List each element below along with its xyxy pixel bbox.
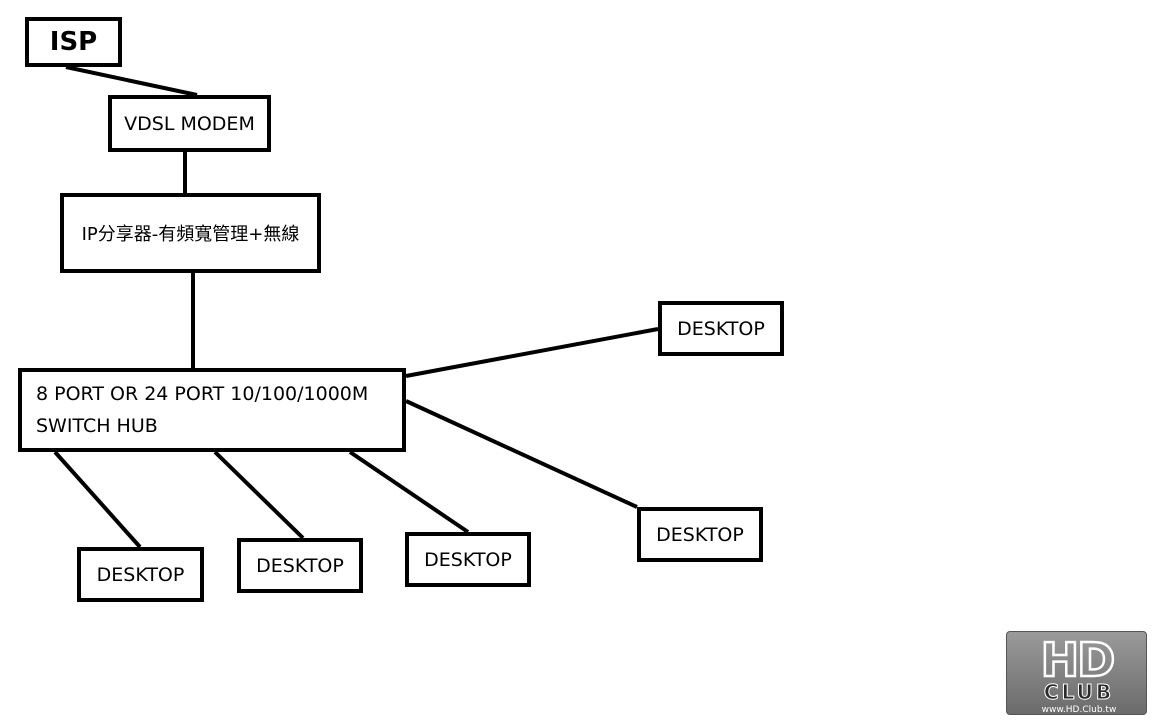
desktop-node-3: DESKTOP — [77, 547, 204, 602]
link-switch-desktop-3 — [53, 450, 142, 549]
switch-label-line1: 8 PORT OR 24 PORT 10/100/1000M — [36, 383, 369, 405]
desktop-node-5: DESKTOP — [405, 532, 531, 587]
router-label: IP分享器-有頻寬管理+無線 — [81, 224, 300, 245]
link-switch-desktop-2 — [405, 399, 638, 509]
desktop-label: DESKTOP — [424, 548, 512, 571]
modem-label: VDSL MODEM — [124, 112, 255, 135]
link-switch-desktop-1 — [405, 327, 659, 378]
desktop-node-1: DESKTOP — [658, 301, 784, 356]
desktop-node-2: DESKTOP — [637, 507, 763, 562]
hdclub-watermark-logo: HD CLUB www.HD.Club.tw — [1006, 631, 1147, 715]
desktop-label: DESKTOP — [256, 554, 344, 577]
link-switch-desktop-5 — [348, 450, 470, 534]
switch-label-line2: SWITCH HUB — [36, 415, 158, 437]
switch-hub-node: 8 PORT OR 24 PORT 10/100/1000M SWITCH HU… — [18, 368, 406, 452]
ip-router-node: IP分享器-有頻寬管理+無線 — [60, 193, 321, 273]
vdsl-modem-node: VDSL MODEM — [108, 95, 271, 152]
desktop-label: DESKTOP — [677, 317, 765, 340]
logo-url: www.HD.Club.tw — [1042, 705, 1117, 715]
logo-mark: HD — [1041, 633, 1114, 687]
link-switch-desktop-4 — [213, 450, 305, 540]
desktop-label: DESKTOP — [656, 523, 744, 546]
desktop-label: DESKTOP — [96, 563, 185, 586]
link-isp-modem — [65, 65, 198, 97]
logo-club: CLUB — [1044, 680, 1114, 704]
isp-label: ISP — [49, 27, 98, 57]
isp-node: ISP — [25, 17, 122, 67]
desktop-node-4: DESKTOP — [237, 538, 363, 593]
